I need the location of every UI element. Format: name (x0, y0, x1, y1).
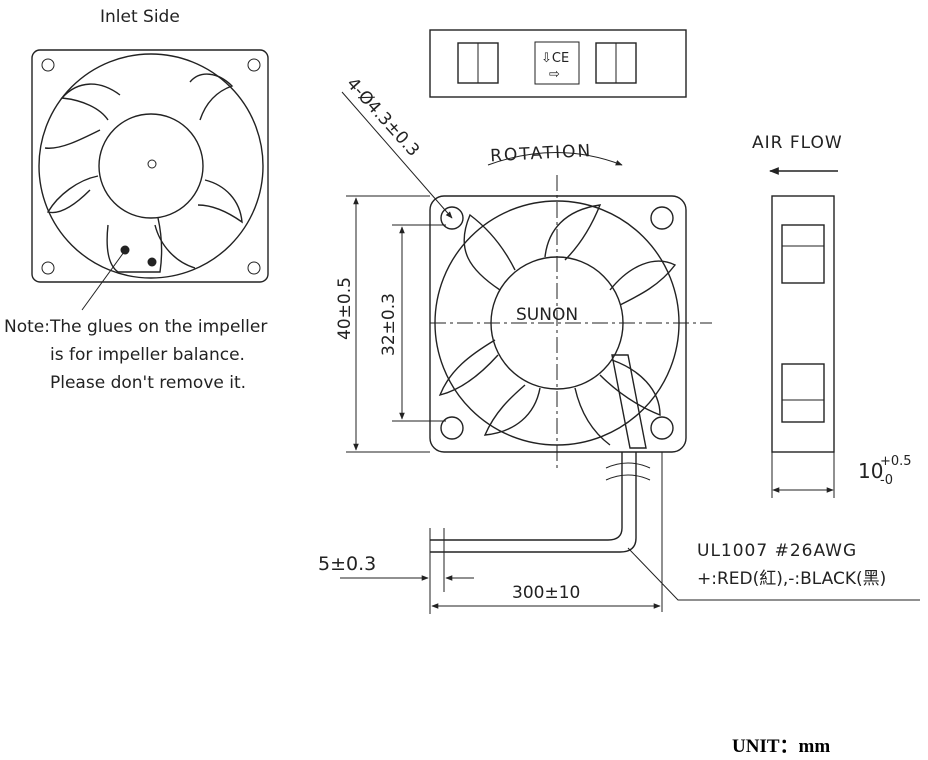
glue-dot-2 (147, 257, 157, 267)
screw-hole-tl (440, 206, 464, 230)
inlet-frame (31, 49, 269, 283)
thickness-lower-tol: -0 (880, 473, 893, 488)
note-leader (81, 251, 125, 311)
hub-center-mark (147, 159, 157, 169)
mount-hole-tl (41, 58, 55, 72)
inlet-hub (98, 113, 204, 219)
screw-hole-br (650, 416, 674, 440)
side-view: AIR FLOW 10 +0.5 -0 (752, 133, 912, 498)
wire-black (430, 452, 637, 553)
thickness-base: 10 (858, 459, 883, 483)
inlet-opening (38, 53, 264, 279)
hole-spec-label: 4-Ø4.3±0.3 (342, 74, 423, 161)
lead-wires: 5±0.3 300±10 UL1007 #26AWG +:RED(紅),-:BL… (318, 452, 920, 614)
glue-note-line-3: Please don't remove it. (50, 373, 246, 393)
rotation-arrow (487, 152, 623, 166)
ce-mark-icon (534, 41, 580, 85)
side-frame (771, 195, 835, 453)
brand-label: SUNON (516, 305, 578, 325)
inlet-side-view: Inlet Side Note:The glues on the impelle… (4, 7, 269, 393)
screw-hole-bl (440, 416, 464, 440)
wire-spec-leader (627, 547, 920, 601)
inlet-side-title: Inlet Side (100, 7, 180, 27)
mount-hole-br (247, 261, 261, 275)
hole-spacing-dim-label: 32±0.3 (379, 293, 399, 356)
break-mark-2 (605, 474, 651, 481)
strip-dim-label: 5±0.3 (318, 553, 376, 575)
glue-area (106, 217, 163, 273)
side-label-top (781, 224, 825, 284)
fan-frame (429, 195, 687, 453)
inlet-blades (44, 73, 243, 269)
length-dim-label: 300±10 (512, 583, 580, 603)
wire-red (430, 452, 623, 541)
top-label-outline (429, 29, 687, 98)
glue-note-line-1: Note:The glues on the impeller (4, 317, 267, 337)
wire-spec: UL1007 #26AWG (697, 541, 857, 561)
wire-channel (611, 354, 647, 449)
airflow-label: AIR FLOW (752, 133, 843, 153)
front-view: SUNON ROTATION 4-Ø4.3±0.3 40±0.5 32±0.3 (335, 74, 712, 470)
mount-hole-bl (41, 261, 55, 275)
glue-dot-1 (120, 245, 130, 255)
fan-blades (438, 204, 677, 446)
side-label-bottom (781, 363, 825, 423)
svg-text:⇨: ⇨ (549, 67, 560, 82)
glue-note-line-2: is for impeller balance. (50, 345, 245, 365)
wire-polarity: +:RED(紅),-:BLACK(黑) (697, 569, 886, 589)
svg-text:⇩CE: ⇩CE (541, 51, 569, 66)
unit-label: UNIT：mm (732, 736, 830, 757)
hole-leader (341, 91, 453, 219)
top-label-view: ⇩CE ⇨ (429, 29, 687, 98)
thickness-upper-tol: +0.5 (880, 454, 912, 469)
mount-hole-tr (247, 58, 261, 72)
fan-hub (490, 256, 624, 390)
overall-dim-label: 40±0.5 (335, 277, 355, 340)
break-mark-1 (605, 462, 651, 469)
fan-opening (434, 200, 680, 446)
rotation-label: ROTATION (490, 141, 593, 166)
screw-hole-tr (650, 206, 674, 230)
